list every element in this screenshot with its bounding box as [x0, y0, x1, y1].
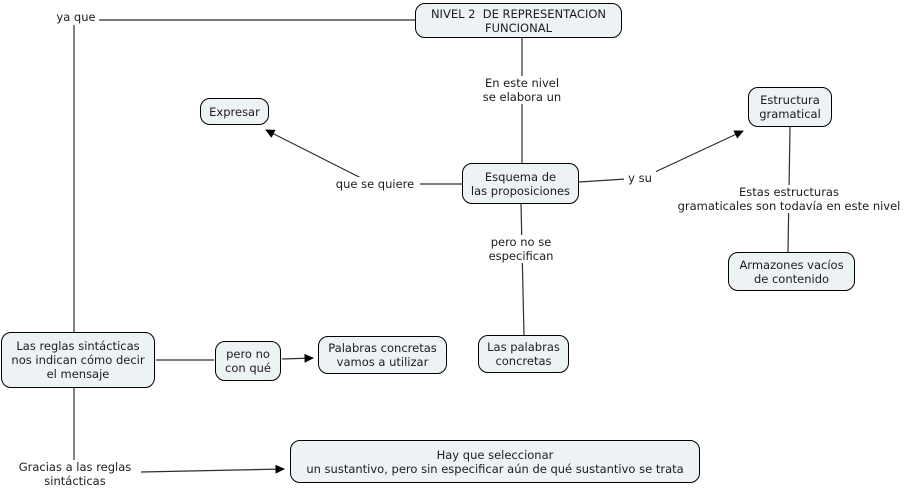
connector-arrow-to-hayque	[140, 464, 285, 474]
link-label-gracias-a-las-reglas-sintacticas[interactable]: Gracias a las reglas sintácticas	[10, 460, 140, 488]
node-pero-no-con-que[interactable]: pero no con qué	[215, 341, 281, 381]
link-label-pero-no-se-especifican[interactable]: pero no se especifican	[481, 235, 561, 263]
connector-arrow-to-expresar	[265, 129, 364, 180]
node-las-palabras-concretas[interactable]: Las palabras concretas	[478, 335, 569, 373]
link-label-estas-estructuras-gramaticales[interactable]: Estas estructuras gramaticales son todav…	[669, 185, 909, 213]
connector-arrow-to-estructura	[654, 130, 744, 173]
node-las-reglas-sintacticas[interactable]: Las reglas sintácticas nos indican cómo …	[1, 332, 155, 388]
node-palabras-concretas-vamos-a-utilizar[interactable]: Palabras concretas vamos a utilizar	[318, 336, 447, 374]
connector-esquema-to-ysu	[578, 178, 627, 183]
link-label-en-este-nivel-se-elabora-un[interactable]: En este nivel se elabora un	[472, 76, 572, 104]
node-nivel2-de-representacion-funcional[interactable]: NIVEL 2 DE REPRESENTACION FUNCIONAL	[415, 3, 622, 38]
node-hay-que-seleccionar-un-sustantivo[interactable]: Hay que seleccionar un sustantivo, pero …	[290, 440, 700, 483]
connector-esquema-to-palabrasconcretas	[520, 203, 525, 336]
node-esquema-de-las-proposiciones[interactable]: Esquema de las proposiciones	[462, 163, 579, 204]
node-armazones-vacios-de-contenido[interactable]: Armazones vacíos de contenido	[728, 252, 855, 291]
node-expresar[interactable]: Expresar	[200, 98, 269, 125]
node-estructura-gramatical[interactable]: Estructura gramatical	[748, 87, 832, 127]
connector-arrow-to-palabrasutilizar	[281, 353, 314, 363]
link-label-ya-que[interactable]: ya que	[53, 10, 99, 24]
link-label-y-su[interactable]: y su	[624, 171, 656, 185]
link-label-que-se-quiere[interactable]: que se quiere	[330, 177, 420, 191]
